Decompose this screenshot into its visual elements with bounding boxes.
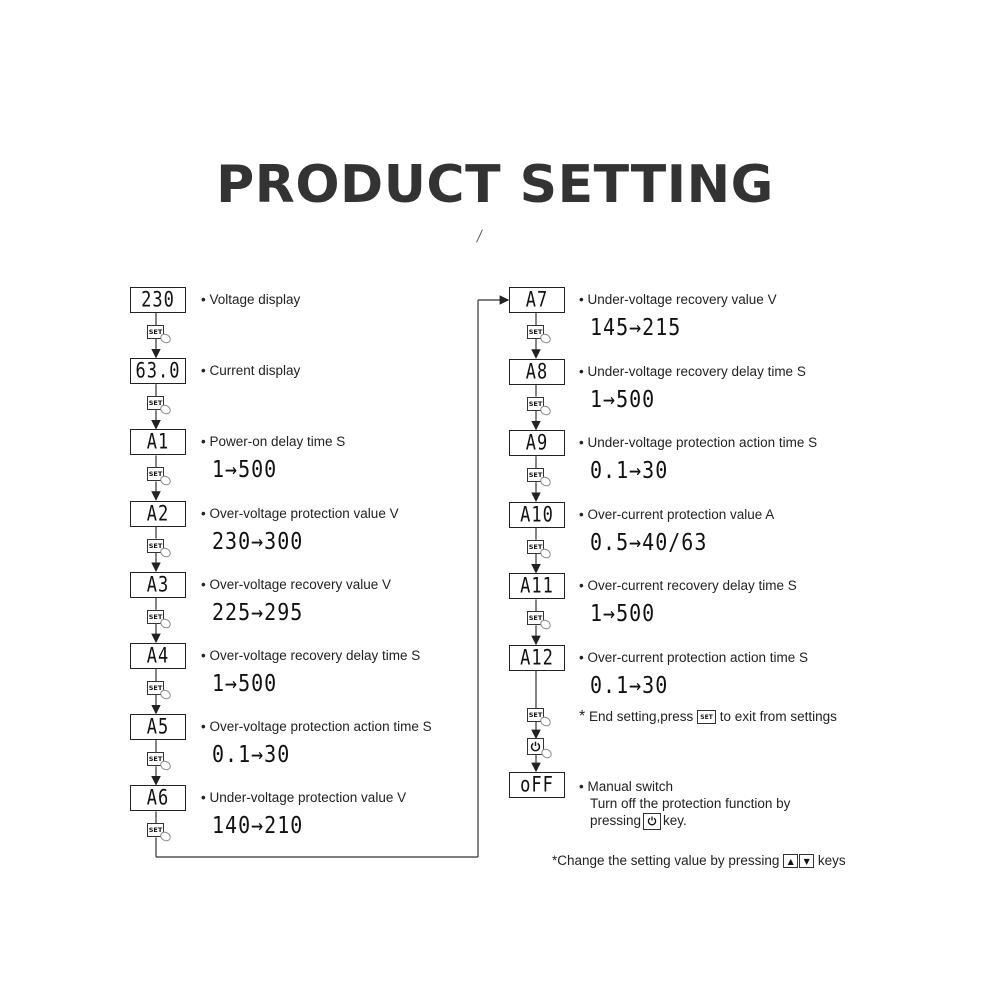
lcd-text: A7 xyxy=(525,287,549,313)
off-display: oFF xyxy=(509,772,565,798)
end-setting-note: * End setting,press SET to exit from set… xyxy=(579,708,837,726)
item-range-right-5: 0.1→30 xyxy=(590,671,669,699)
lcd-display-right-5: A12 xyxy=(509,645,565,671)
item-label-left-3: • Over-voltage protection value V xyxy=(201,505,399,521)
lcd-display-right-0: A7 xyxy=(509,287,565,313)
off-line-3-before: pressing xyxy=(590,813,642,828)
item-label-left-4: • Over-voltage recovery value V xyxy=(201,576,392,592)
item-label-right-1: • Under-voltage recovery delay time S xyxy=(579,363,806,379)
page-title: PRODUCT SETTING xyxy=(216,155,774,215)
lcd-text: 63.0 xyxy=(135,358,181,384)
item-label-left-5: • Over-voltage recovery delay time S xyxy=(201,648,421,663)
lcd-text: A2 xyxy=(146,501,170,527)
lcd-display-right-3: A10 xyxy=(509,501,565,528)
item-label-right-2: • Under-voltage protection action time S xyxy=(579,435,818,451)
footnote-after: keys xyxy=(814,853,846,868)
item-range-left-7: 140→210 xyxy=(212,811,304,839)
down-key[interactable]: ▼ xyxy=(799,854,815,869)
item-label-left-6: • Over-voltage protection action time S xyxy=(201,719,432,735)
lcd-display-right-4: A11 xyxy=(509,573,565,600)
end-note-after: to exit from settings xyxy=(716,709,837,724)
power-icon xyxy=(530,741,541,752)
footnote-before: *Change the setting value by pressing xyxy=(552,853,784,868)
off-line-3-after: key. xyxy=(663,813,687,828)
off-display-text: oFF xyxy=(520,772,554,798)
item-range-right-2: 0.1→30 xyxy=(590,456,669,484)
item-label-left-0: • Voltage display xyxy=(201,292,301,307)
lcd-display-left-5: A4 xyxy=(130,643,186,669)
off-line-2: Turn off the protection function by xyxy=(590,796,791,811)
lcd-text: A8 xyxy=(525,359,549,385)
item-range-left-4: 225→295 xyxy=(212,597,304,626)
lcd-text: A6 xyxy=(146,785,170,811)
lcd-display-left-0: 230 xyxy=(130,287,186,313)
lcd-text: A4 xyxy=(146,643,170,669)
set-key-inline[interactable]: SET xyxy=(697,710,717,725)
item-range-left-6: 0.1→30 xyxy=(212,740,291,768)
item-label-left-7: • Under-voltage protection value V xyxy=(201,790,407,806)
lcd-text: A12 xyxy=(520,645,554,671)
item-range-left-2: 1→500 xyxy=(212,455,278,483)
lcd-text: A1 xyxy=(146,429,170,455)
off-line-3: pressing key. xyxy=(579,812,790,830)
lcd-display-left-1: 63.0 xyxy=(130,358,186,385)
up-key[interactable]: ▲ xyxy=(783,854,799,869)
lcd-display-right-1: A8 xyxy=(509,358,565,385)
lcd-display-left-7: A6 xyxy=(130,785,186,812)
item-range-right-4: 1→500 xyxy=(590,599,656,627)
lcd-display-left-4: A3 xyxy=(130,571,186,598)
item-label-left-1: • Current display xyxy=(201,363,301,379)
lcd-display-left-6: A5 xyxy=(130,714,186,741)
footnote: *Change the setting value by pressing ▲▼… xyxy=(552,853,846,869)
item-label-right-5: • Over-current protection action time S xyxy=(579,650,809,665)
set-key-left-4[interactable]: SET xyxy=(147,609,164,624)
item-label-right-3: • Over-current protection value A xyxy=(579,506,775,522)
lcd-text: 230 xyxy=(141,287,175,313)
item-range-left-3: 230→300 xyxy=(212,526,304,555)
off-line-1: • Manual switch xyxy=(579,779,674,794)
item-label-left-2: • Power-on delay time S xyxy=(201,434,346,450)
end-note-star: * xyxy=(579,708,586,725)
power-key-inline[interactable] xyxy=(643,812,662,830)
lcd-display-left-2: A1 xyxy=(130,429,186,456)
item-range-right-1: 1→500 xyxy=(590,384,656,413)
lcd-text: A11 xyxy=(520,573,554,599)
power-icon xyxy=(647,817,657,826)
item-range-left-5: 1→500 xyxy=(212,669,278,697)
item-range-right-3: 0.5→40/63 xyxy=(590,527,708,556)
lcd-text: A9 xyxy=(525,430,549,456)
lcd-display-right-2: A9 xyxy=(509,430,565,457)
lcd-text: A10 xyxy=(520,502,554,528)
lcd-display-left-3: A2 xyxy=(130,500,186,527)
lcd-text: A3 xyxy=(146,572,170,598)
item-range-right-0: 145→215 xyxy=(590,313,682,341)
item-label-right-0: • Under-voltage recovery value V xyxy=(579,292,777,307)
end-note-before: End setting,press xyxy=(585,709,698,724)
lcd-text: A5 xyxy=(146,714,170,740)
item-label-right-4: • Over-current recovery delay time S xyxy=(579,578,797,594)
off-description: • Manual switch Turn off the protection … xyxy=(579,778,790,830)
power-key[interactable] xyxy=(527,738,544,755)
